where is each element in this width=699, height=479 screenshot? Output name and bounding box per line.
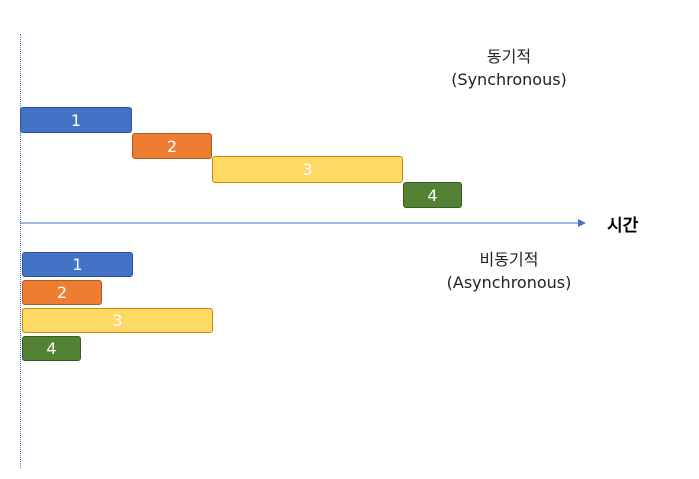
sync-subtitle: (Synchronous): [451, 70, 567, 89]
sync-task-4: 4: [403, 182, 462, 208]
async-task-2: 2: [22, 280, 102, 305]
time-origin-line: [20, 34, 21, 468]
async-heading: 비동기적 (Asynchronous): [438, 248, 580, 294]
time-axis-label: 시간: [607, 216, 639, 236]
sync-task-2: 2: [132, 133, 212, 159]
async-title: 비동기적: [479, 250, 539, 269]
sync-heading: 동기적 (Synchronous): [438, 45, 580, 91]
time-axis: [20, 218, 586, 228]
async-task-1: 1: [22, 252, 133, 277]
sync-task-3: 3: [212, 156, 403, 183]
sync-task-1: 1: [20, 107, 132, 133]
async-subtitle: (Asynchronous): [446, 273, 572, 292]
async-task-4: 4: [22, 336, 81, 361]
axis-arrow-icon: [578, 219, 586, 227]
sync-title: 동기적: [486, 47, 532, 66]
async-task-3: 3: [22, 308, 213, 333]
